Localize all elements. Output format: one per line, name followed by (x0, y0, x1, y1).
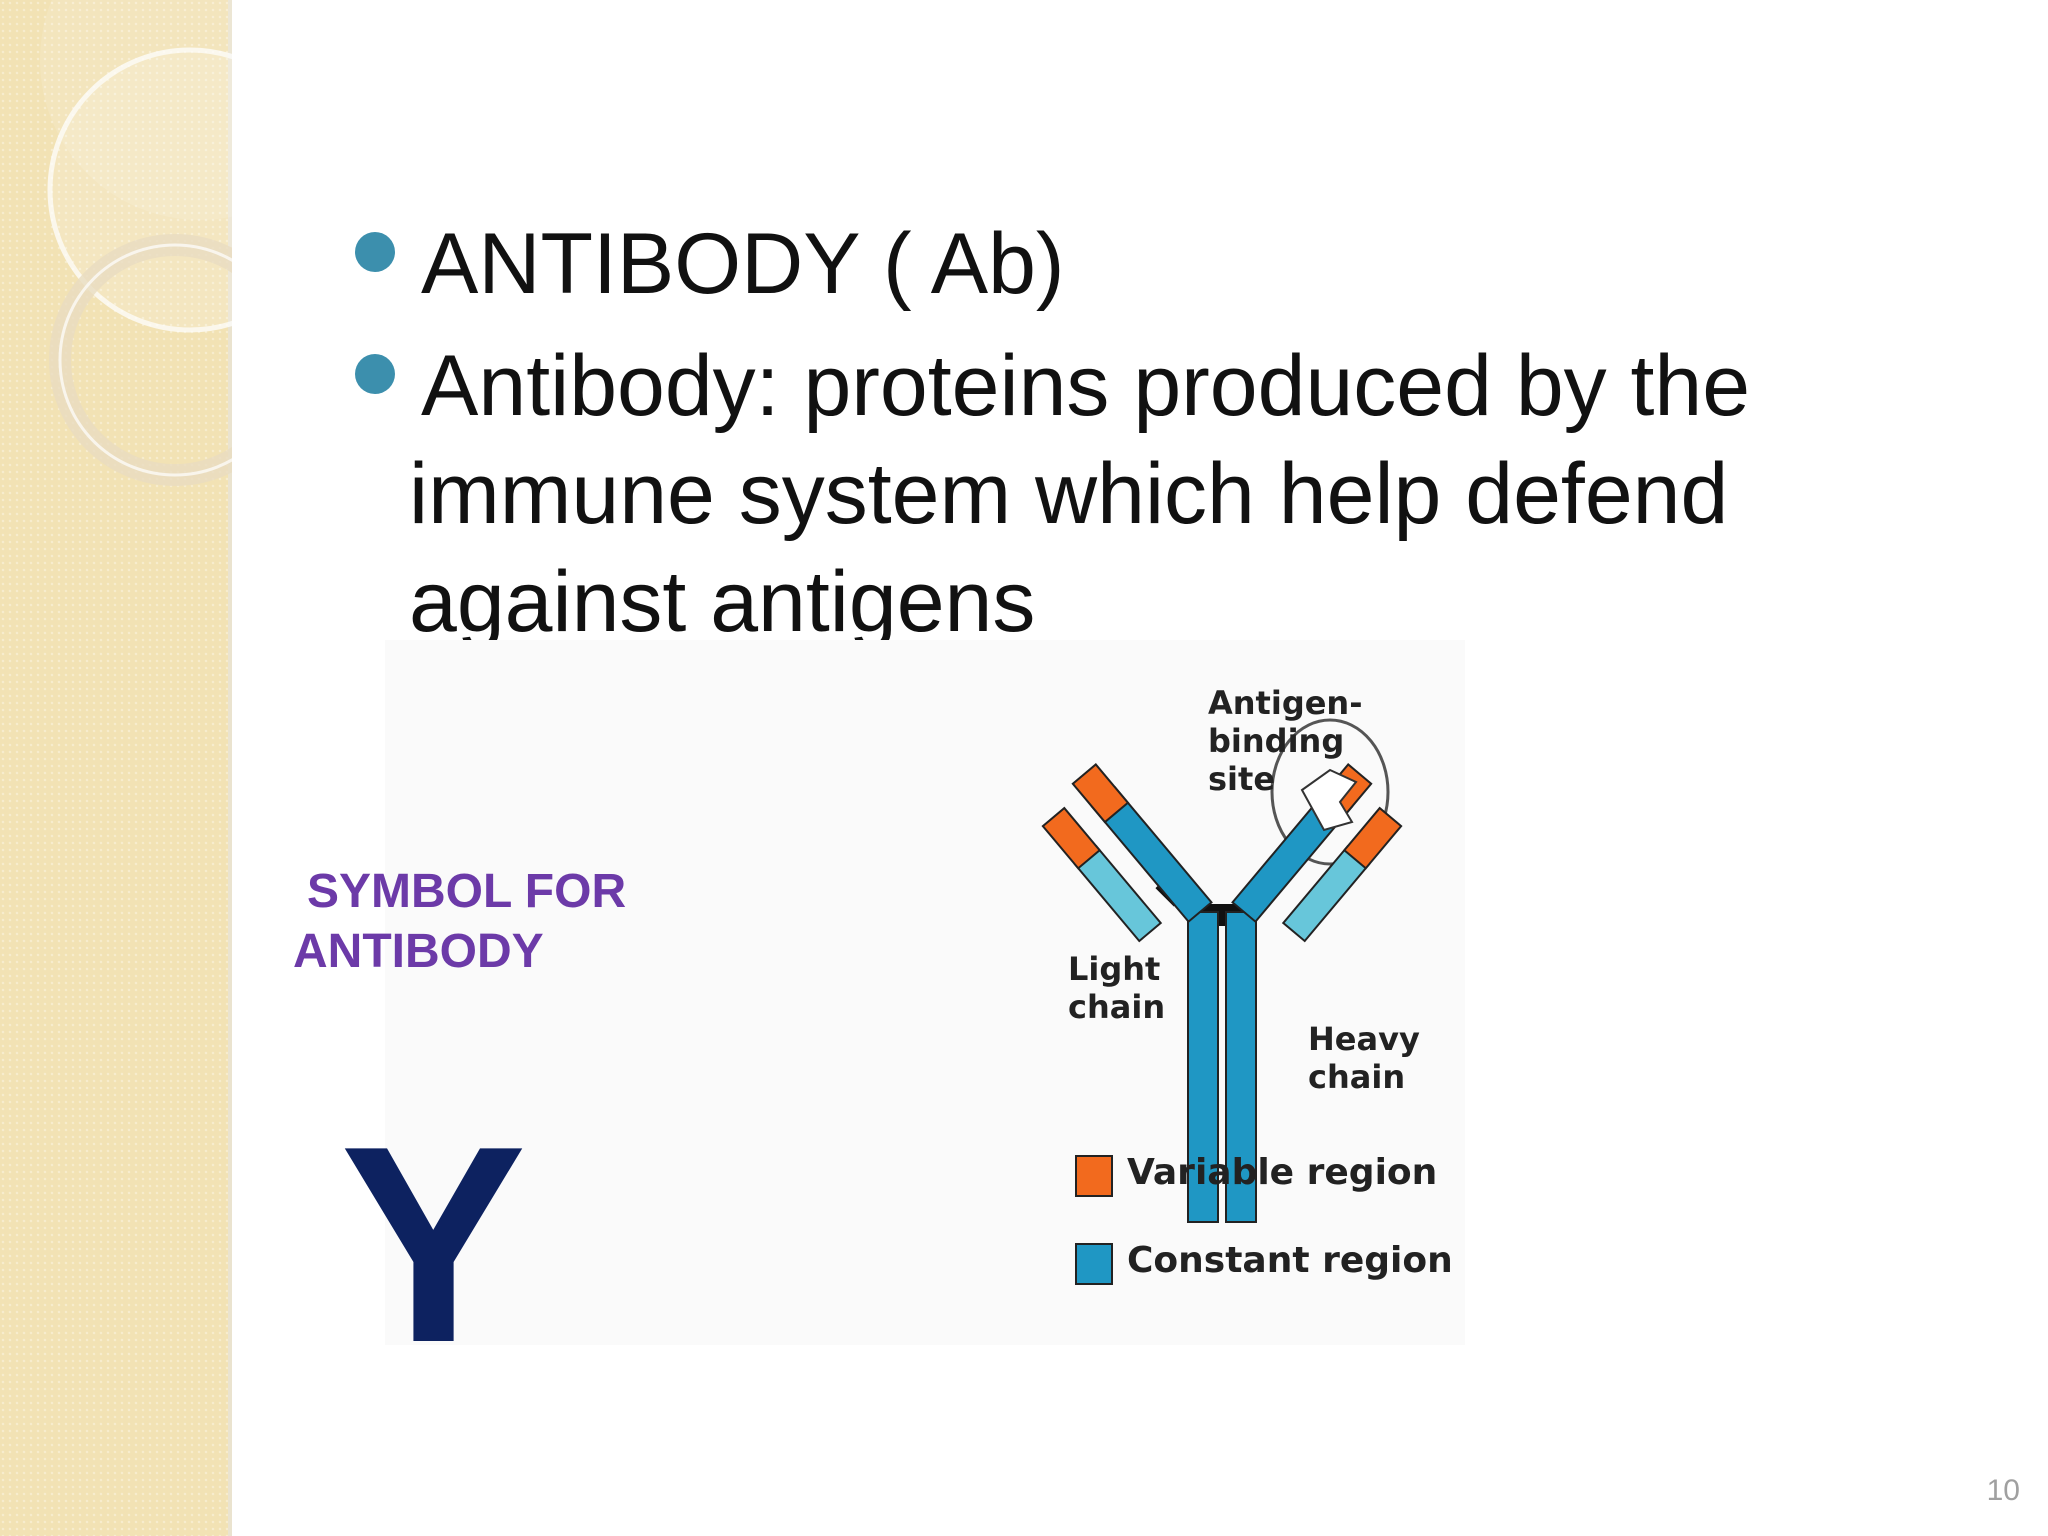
page-number: 10 (1986, 1474, 2020, 1507)
bullet-dot (355, 232, 395, 272)
bullet-line: immune system which help defend (409, 446, 1729, 542)
diagram-background (385, 640, 1465, 1345)
label-line: Antigen- (1208, 684, 1363, 722)
label-light-chain: Light chain (1068, 950, 1165, 1026)
heavy-chain-stem (1187, 911, 1219, 1223)
binding-site-circle (1270, 718, 1390, 866)
legend-label: Constant region (1127, 1240, 1453, 1281)
legend-swatch (1075, 1243, 1113, 1285)
bullet-list: ANTIBODY ( Ab) Antibody: proteins produc… (355, 210, 1855, 656)
light-chain (1041, 806, 1163, 943)
label-line: Heavy (1308, 1020, 1420, 1058)
label-line: Light (1068, 950, 1161, 988)
light-chain (1281, 806, 1403, 943)
legend-swatch (1075, 1155, 1113, 1197)
symbol-caption: SYMBOL FOR ANTIBODY (293, 862, 626, 982)
label-line: chain (1068, 988, 1166, 1026)
binding-notch (1300, 768, 1358, 832)
heavy-chain-arm (1071, 763, 1213, 924)
bullet-item-definition: Antibody: proteins produced by the immun… (355, 332, 1855, 656)
heavy-chain-stem (1225, 911, 1257, 1223)
label-heavy-chain: Heavy chain (1308, 1020, 1420, 1096)
label-line: chain (1308, 1058, 1406, 1096)
side-divider (228, 0, 232, 1536)
bullet-item-title: ANTIBODY ( Ab) (355, 210, 1855, 318)
bullet-dot (355, 354, 395, 394)
bullet-line: against antigens (409, 554, 1036, 650)
antibody-structure-diagram (1041, 718, 1403, 1223)
label-antigen-binding-site: Antigen- binding site (1208, 684, 1362, 798)
antibody-symbol: Y (340, 1089, 527, 1401)
bullet-line: Antibody: proteins produced by the (421, 338, 1751, 434)
symbol-caption-line: ANTIBODY (293, 925, 544, 978)
label-line: site (1208, 760, 1276, 798)
legend-label: Variable region (1127, 1152, 1438, 1193)
label-line: binding (1208, 722, 1345, 760)
bullet-text: ANTIBODY ( Ab) (421, 216, 1065, 312)
symbol-caption-line: SYMBOL FOR (307, 865, 627, 918)
decorative-rings (40, 0, 232, 486)
